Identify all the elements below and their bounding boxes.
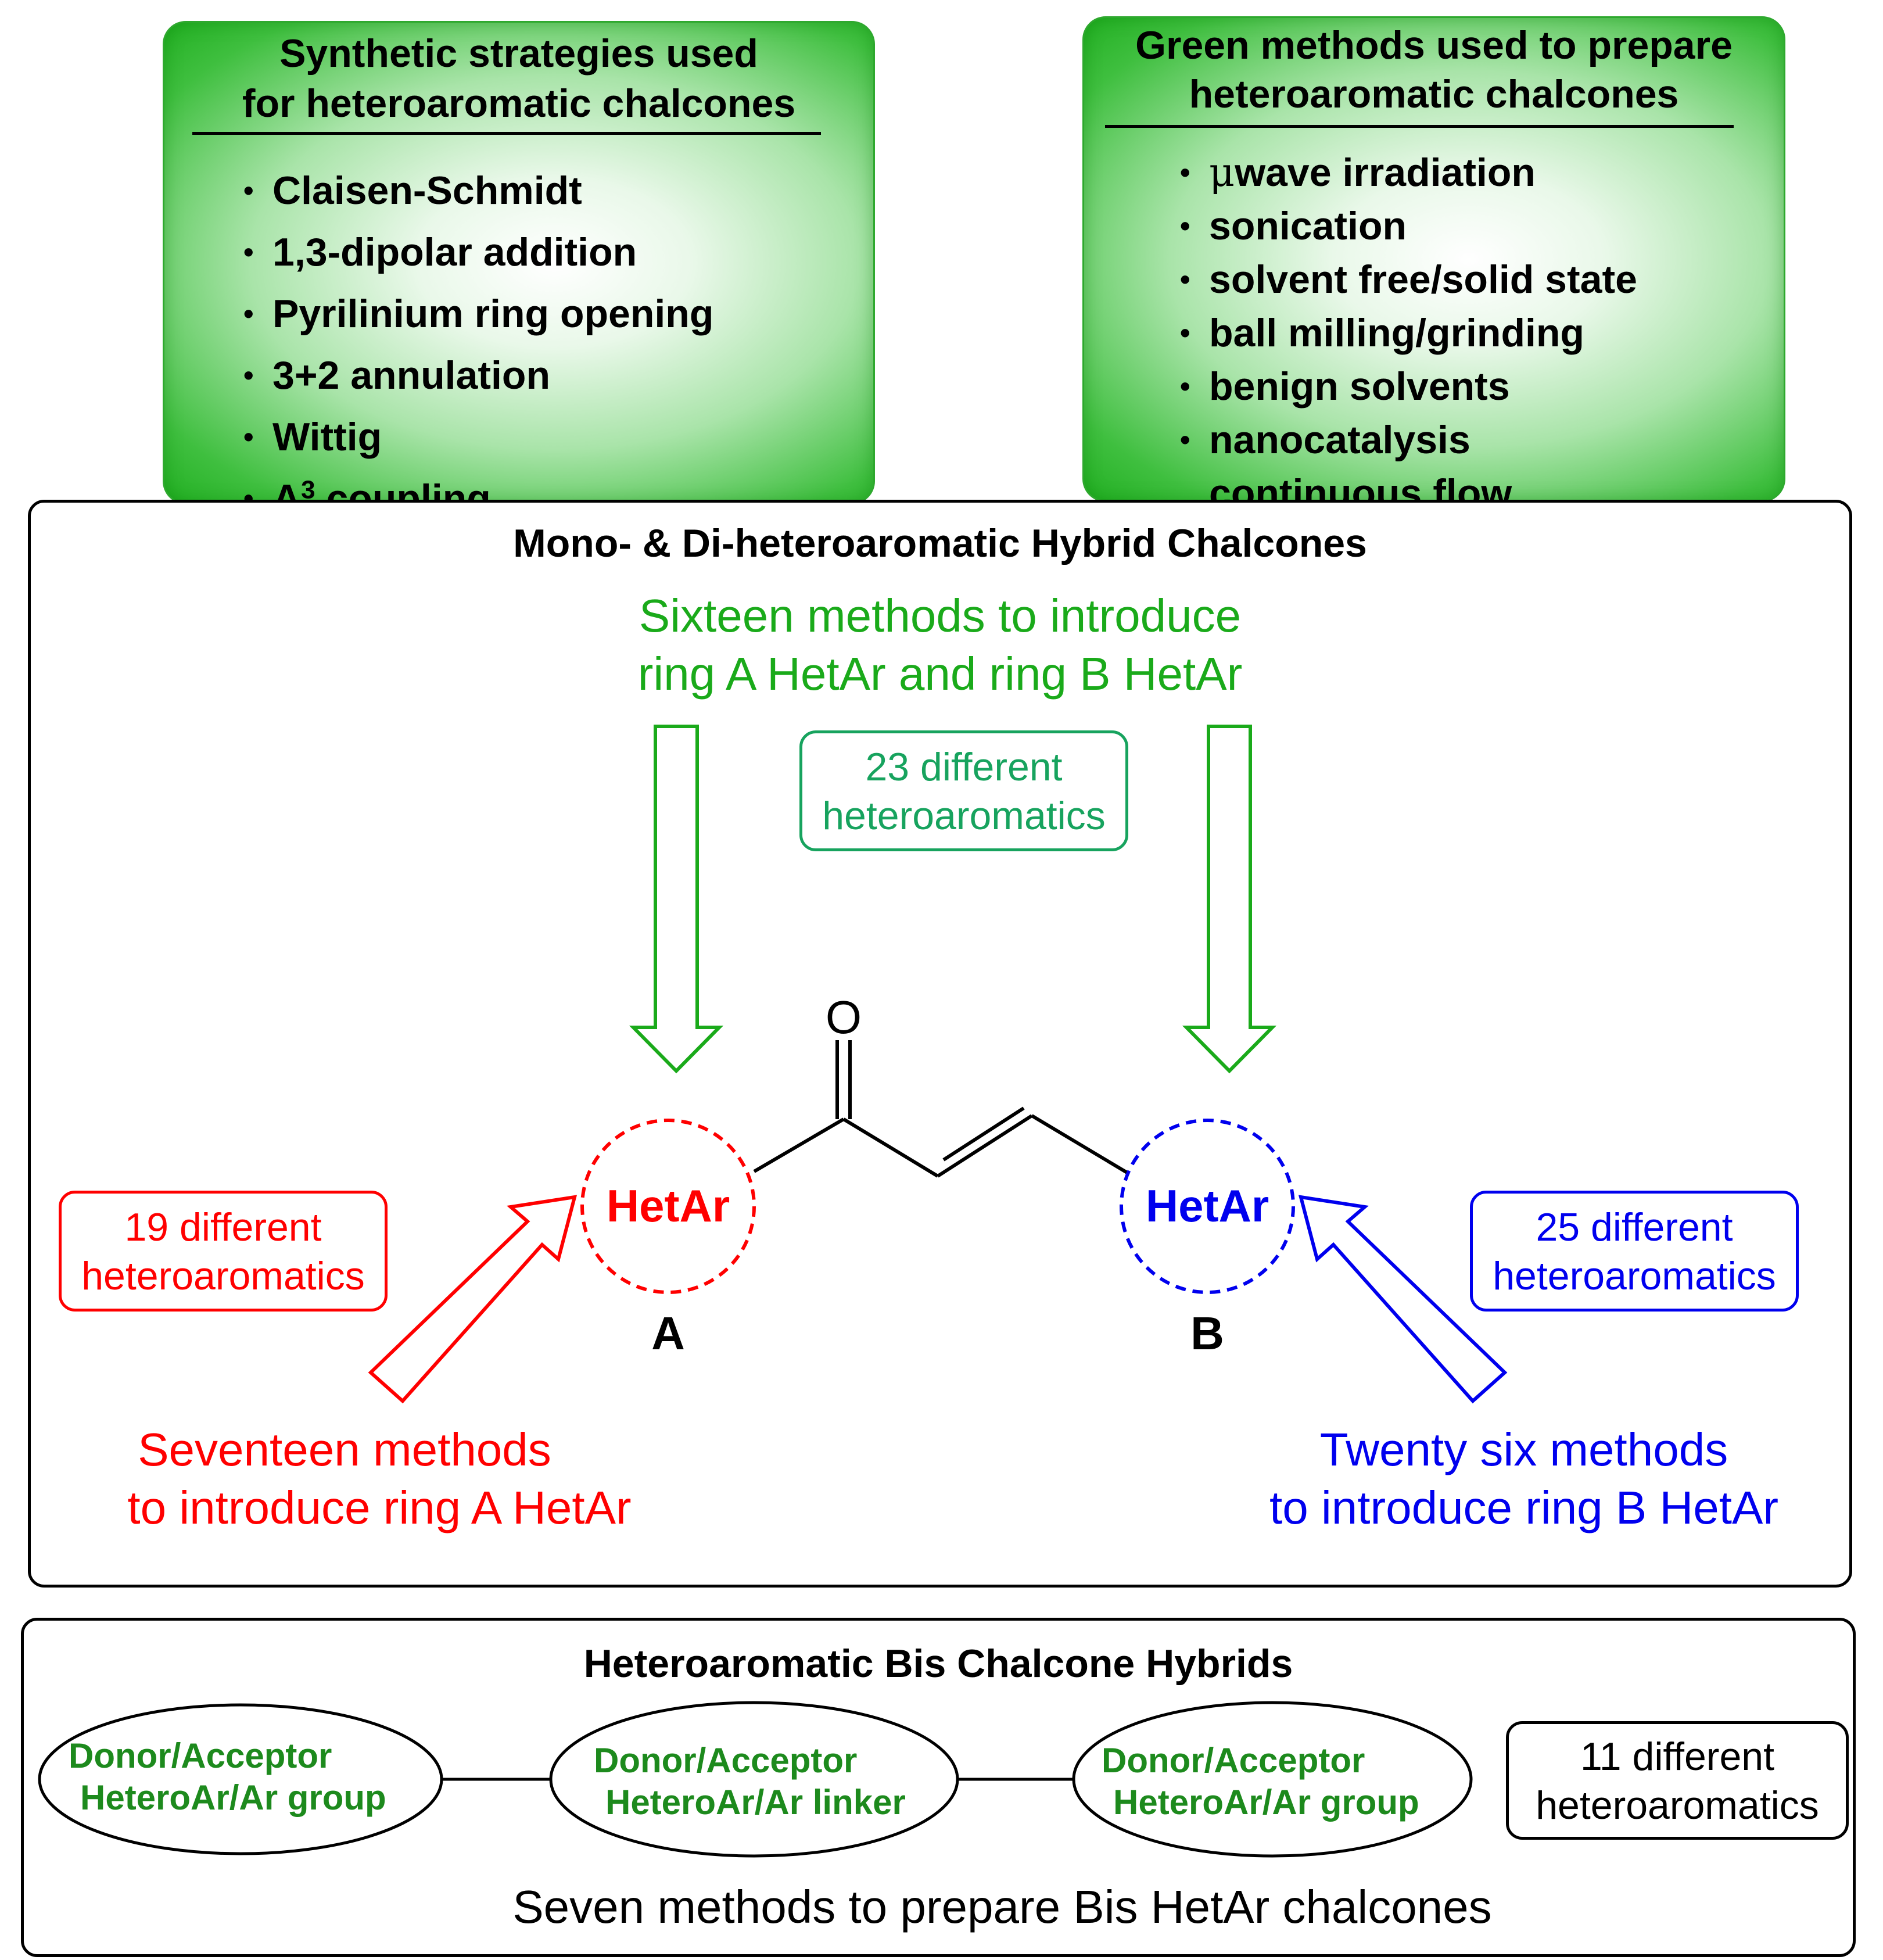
oval-linker-text: Donor/Acceptor HeteroAr/Ar linker xyxy=(594,1741,906,1822)
middle-heteroaromatics-tag: 23 different heteroaromatics xyxy=(799,730,1128,851)
list-item: •Claisen-Schmidt xyxy=(243,169,582,213)
list-item: •Pyrilinium ring opening xyxy=(243,292,714,336)
oxygen-label: O xyxy=(826,991,862,1043)
hybrid-panel-heading: Mono- & Di-heteroaromatic Hybrid Chalcon… xyxy=(513,521,1367,565)
down-arrow-ring-a-icon xyxy=(629,725,724,1074)
oval-group-left xyxy=(38,1703,443,1855)
top-caption: Sixteen methods to introduce ring A HetA… xyxy=(637,590,1243,700)
bis-heteroaromatics-tag: 11 different heteroaromatics xyxy=(1506,1721,1849,1840)
green-methods-box: Green methods used to prepare heteroarom… xyxy=(1082,16,1785,515)
oval-group-right xyxy=(1072,1701,1473,1858)
synthetic-strategies-list: •Claisen-Schmidt •1,3-dipolar addition •… xyxy=(243,160,714,529)
bis-footer-caption: Seven methods to prepare Bis HetAr chalc… xyxy=(512,1881,1492,1933)
list-item: •1,3-dipolar addition xyxy=(243,230,637,274)
bond-ring-a-carbonyl xyxy=(753,1117,845,1173)
oval-linker xyxy=(549,1701,959,1858)
down-arrow-ring-b-icon xyxy=(1182,725,1277,1074)
ring-a-dashed-circle xyxy=(580,1119,756,1294)
ring-b-label: B xyxy=(1190,1307,1224,1359)
list-item: •sonication xyxy=(1180,204,1407,248)
synthetic-box-rule xyxy=(192,132,821,135)
list-item: •benign solvents xyxy=(1180,364,1510,409)
mu-symbol: μ xyxy=(1209,150,1235,196)
list-item: •nanocatalysis xyxy=(1180,418,1470,462)
green-box-title-line2: heteroaromatic chalcones xyxy=(1189,72,1679,116)
hybrid-chalcones-panel: Mono- & Di-heteroaromatic Hybrid Chalcon… xyxy=(28,500,1852,1588)
ring-a-label: A xyxy=(651,1307,685,1359)
right-caption: Twenty six methods to introduce ring B H… xyxy=(1269,1424,1778,1533)
bond-ring-b xyxy=(1031,1114,1128,1174)
diagonal-arrow-ring-a-icon xyxy=(368,1195,578,1404)
list-item: •3+2 annulation xyxy=(243,353,550,397)
bond-alkene-inner xyxy=(942,1106,1025,1162)
list-item: •μwave irradiation xyxy=(1180,150,1536,196)
oval-group-right-text: Donor/Acceptor HeteroAr/Ar group xyxy=(1102,1741,1419,1822)
green-methods-list: •μwave irradiation •sonication •solvent … xyxy=(1180,146,1637,520)
ring-b-dashed-circle xyxy=(1120,1119,1295,1294)
green-box-title-line1: Green methods used to prepare xyxy=(1135,23,1733,67)
synthetic-box-title-line1: Synthetic strategies used xyxy=(279,31,758,76)
oval-group-left-text: Donor/Acceptor HeteroAr/Ar group xyxy=(69,1736,386,1817)
bond-alpha xyxy=(842,1117,939,1178)
ring-b-text: HetAr xyxy=(1146,1180,1269,1231)
bis-panel-heading: Heteroaromatic Bis Chalcone Hybrids xyxy=(583,1642,1293,1686)
superscript-3: 3 xyxy=(301,475,315,504)
right-heteroaromatics-tag: 25 different heteroaromatics xyxy=(1470,1191,1799,1312)
list-item: •Wittig xyxy=(243,415,382,459)
ring-a-text: HetAr xyxy=(607,1180,730,1231)
diagonal-arrow-ring-b-icon xyxy=(1298,1195,1508,1404)
green-box-rule xyxy=(1105,125,1734,128)
list-item: •solvent free/solid state xyxy=(1180,257,1637,302)
list-item: •ball milling/grinding xyxy=(1180,311,1584,355)
left-heteroaromatics-tag: 19 different heteroaromatics xyxy=(59,1191,388,1312)
left-caption: Seventeen methods to introduce ring A He… xyxy=(127,1424,632,1533)
synthetic-box-title-line2: for heteroaromatic chalcones xyxy=(242,81,796,126)
bond-alkene xyxy=(937,1114,1033,1178)
synthetic-strategies-box: Synthetic strategies used for heteroarom… xyxy=(163,21,875,521)
